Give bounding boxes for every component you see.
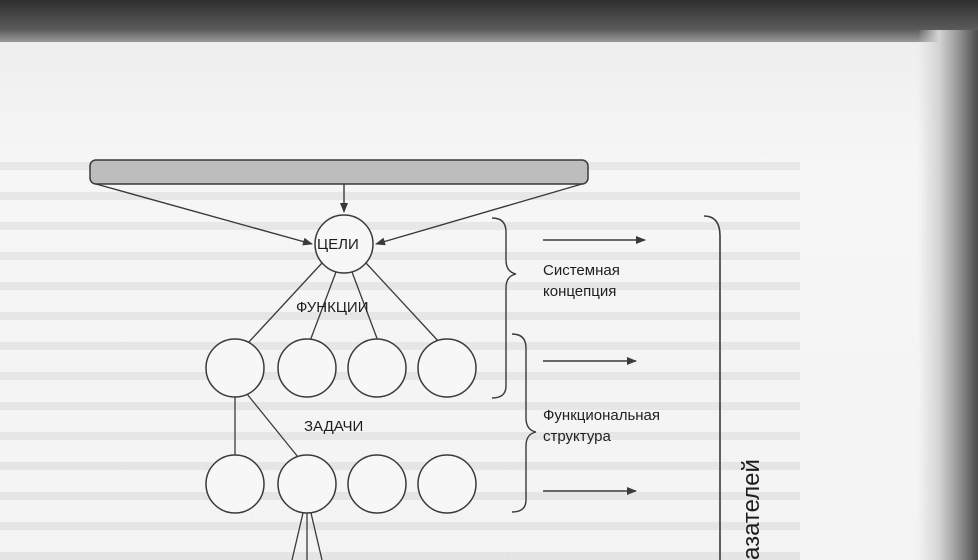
functional-structure-line-2: структура <box>543 428 611 445</box>
scan-top-shadow <box>0 0 978 42</box>
edge-goals-function-1 <box>247 262 323 344</box>
page-edge-shadow <box>918 30 978 560</box>
task-node-2 <box>277 454 337 514</box>
edge-goals-function-3 <box>351 271 379 342</box>
top-environment-box <box>89 159 589 185</box>
vertical-indicators-label: азателей <box>738 459 765 560</box>
system-concept-line-1: Системная <box>543 262 620 279</box>
arrow-left-to-goals <box>95 183 313 246</box>
function-node-2 <box>277 338 337 398</box>
task-node-3 <box>347 454 407 514</box>
functional-structure-label: Функциональная структура <box>543 405 660 447</box>
edge-goals-function-2 <box>309 271 337 342</box>
function-node-4 <box>417 338 477 398</box>
tasks-label: ЗАДАЧИ <box>304 418 364 435</box>
task-node-1 <box>205 454 265 514</box>
functions-label: ФУНКЦИИ <box>296 299 369 316</box>
edge-task-subtask-1 <box>291 512 304 560</box>
edge-goals-function-4 <box>365 262 441 344</box>
functional-structure-line-1: Функциональная <box>543 407 661 424</box>
task-node-4 <box>417 454 477 514</box>
arrow-right-to-goals <box>375 183 583 246</box>
brace-large-right <box>703 215 721 560</box>
goals-node <box>314 214 374 274</box>
function-node-1 <box>205 338 265 398</box>
brace-functional-structure <box>511 333 537 513</box>
goals-label: ЦЕЛИ <box>317 236 359 253</box>
function-node-3 <box>347 338 407 398</box>
brace-system-concept <box>491 217 517 399</box>
system-concept-label: Системная концепция <box>543 260 620 302</box>
edge-function-task-2 <box>246 393 299 458</box>
edge-task-subtask-3 <box>310 512 323 560</box>
system-concept-line-2: концепция <box>543 283 617 300</box>
